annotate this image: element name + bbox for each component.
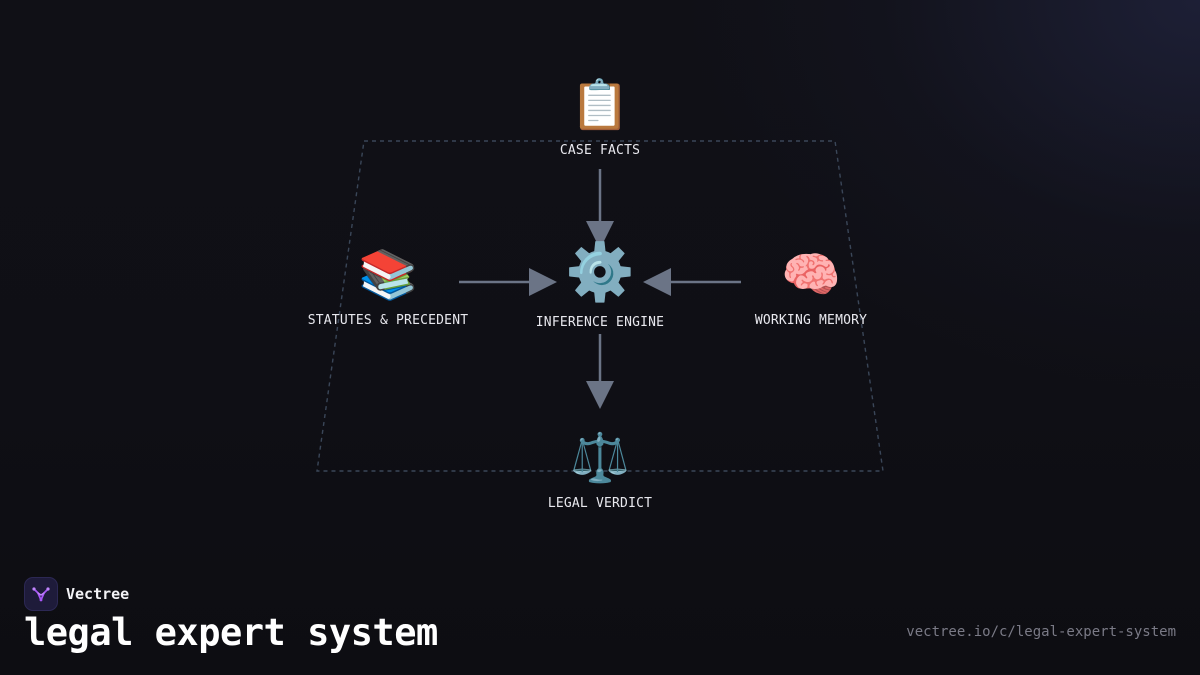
node-label-working-memory: WORKING MEMORY (754, 313, 868, 328)
node-statutes: 📚 STATUTES & PRECEDENT (308, 247, 469, 328)
node-label-inference-engine: INFERENCE ENGINE (535, 315, 665, 330)
page-title: legal expert system (24, 611, 438, 654)
books-icon: 📚 (358, 247, 418, 303)
brain-icon: 🧠 (781, 247, 841, 303)
brand: Vectree (24, 577, 129, 611)
system-boundary (316, 140, 884, 472)
node-label-statutes: STATUTES & PRECEDENT (307, 313, 469, 328)
page-url[interactable]: vectree.io/c/legal-expert-system (906, 624, 1176, 640)
node-label-case-facts: CASE FACTS (559, 143, 641, 158)
brand-name: Vectree (66, 585, 130, 603)
node-label-legal-verdict: LEGAL VERDICT (547, 496, 653, 511)
gear-icon: ⚙️ (565, 240, 635, 305)
arrowhead-case-facts-to-engine (586, 221, 614, 249)
clipboard-icon: 📋 (570, 77, 630, 133)
arrowhead-memory-to-engine (643, 268, 671, 296)
node-inference-engine: ⚙️ INFERENCE ENGINE (535, 240, 665, 331)
vectree-logo-icon (24, 577, 58, 611)
node-case-facts: 📋 CASE FACTS (560, 77, 640, 158)
arrowhead-engine-to-verdict (586, 381, 614, 409)
node-legal-verdict: ⚖️ LEGAL VERDICT (548, 430, 652, 511)
arrowhead-statutes-to-engine (529, 268, 557, 296)
vectree-logo-mark (32, 587, 50, 602)
node-working-memory: 🧠 WORKING MEMORY (755, 247, 867, 328)
balance-scale-icon: ⚖️ (570, 430, 630, 486)
